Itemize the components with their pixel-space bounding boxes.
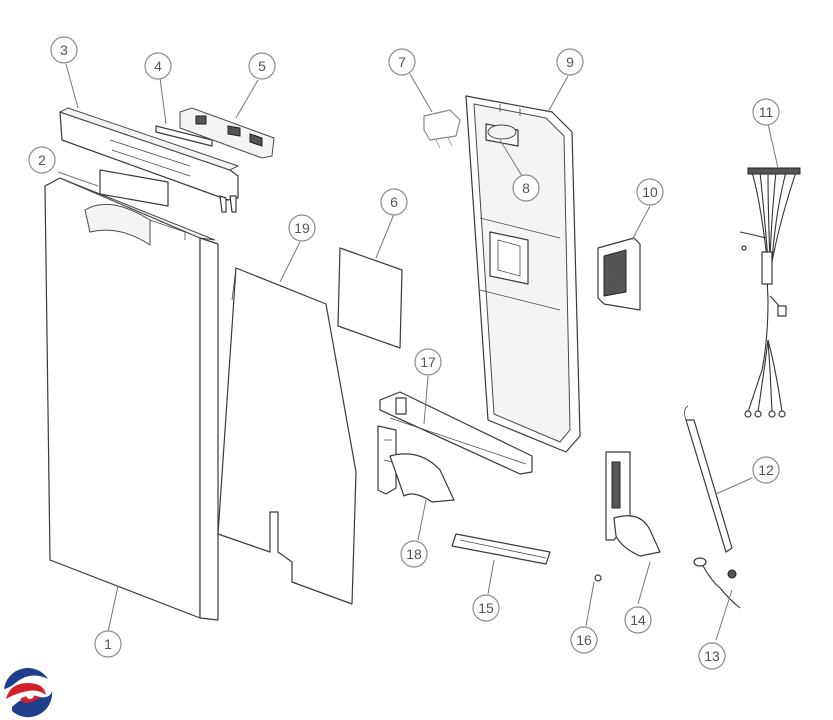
brand-swirl-logo — [3, 667, 53, 718]
svg-text:12: 12 — [758, 462, 774, 478]
callout-13: 13 — [698, 642, 726, 670]
callout-19: 19 — [288, 214, 316, 242]
svg-text:2: 2 — [38, 152, 46, 168]
leader-15 — [487, 559, 495, 595]
svg-text:14: 14 — [630, 612, 646, 628]
part-18-left-hinge — [377, 425, 455, 503]
leader-7 — [409, 73, 433, 113]
leader-19 — [279, 241, 301, 283]
callout-11: 11 — [752, 98, 780, 126]
callout-12: 12 — [752, 456, 780, 484]
leader-9 — [547, 75, 569, 113]
svg-text:11: 11 — [759, 104, 774, 120]
svg-text:1: 1 — [104, 636, 112, 652]
svg-text:10: 10 — [642, 184, 658, 200]
part-10-detergent-dispenser — [597, 237, 641, 311]
part-13-hinge-cable — [693, 557, 741, 609]
leader-18 — [417, 499, 427, 541]
callout-1: 1 — [94, 630, 122, 658]
svg-text:16: 16 — [576, 632, 592, 648]
svg-text:19: 19 — [294, 220, 310, 236]
leader-10 — [631, 205, 651, 241]
svg-text:13: 13 — [704, 648, 720, 664]
leader-12 — [715, 477, 753, 495]
callout-8: 8 — [512, 174, 540, 202]
part-4-trim-strip — [155, 125, 213, 147]
leader-5 — [235, 79, 259, 119]
svg-text:5: 5 — [258, 58, 266, 74]
leader-2 — [57, 171, 99, 187]
callout-15: 15 — [472, 594, 500, 622]
callout-16: 16 — [570, 626, 598, 654]
callout-6: 6 — [380, 188, 408, 216]
leader-lines — [57, 63, 779, 641]
part-9-inner-door-liner — [465, 95, 581, 453]
svg-text:7: 7 — [398, 54, 406, 70]
callout-18: 18 — [400, 540, 428, 568]
svg-text:9: 9 — [566, 54, 574, 70]
part-11-wire-harness — [739, 167, 801, 418]
svg-text:15: 15 — [478, 600, 494, 616]
callout-4: 4 — [144, 52, 172, 80]
leader-4 — [159, 77, 167, 125]
callout-17: 17 — [414, 348, 442, 376]
part-6-insulation-pad — [337, 247, 403, 349]
svg-text:6: 6 — [390, 194, 398, 210]
part-15-trim-bar — [451, 533, 551, 565]
callout-7: 7 — [388, 48, 416, 76]
leader-1 — [107, 585, 119, 633]
svg-text:4: 4 — [154, 58, 162, 74]
callout-14: 14 — [624, 606, 652, 634]
leader-11 — [767, 123, 779, 169]
leader-17 — [423, 375, 429, 425]
part-1-outer-door-panel — [44, 177, 219, 621]
callout-5: 5 — [248, 52, 276, 80]
callout-10: 10 — [636, 178, 664, 206]
part-5-control-board — [179, 107, 275, 159]
leader-16 — [585, 581, 595, 627]
svg-text:3: 3 — [60, 42, 68, 58]
svg-text:8: 8 — [522, 180, 530, 196]
leader-8 — [499, 139, 523, 177]
leader-3 — [65, 63, 79, 109]
leader-13 — [715, 589, 733, 641]
part-19-inner-insulation — [217, 267, 357, 605]
part-16-screw — [594, 574, 602, 582]
part-14-right-hinge — [605, 451, 661, 557]
svg-text:18: 18 — [406, 546, 422, 562]
callout-3: 3 — [50, 36, 78, 64]
leader-14 — [637, 561, 651, 605]
callout-2: 2 — [28, 146, 56, 174]
part-17-hinge-rail — [379, 391, 533, 475]
part-8-dispenser-cap — [487, 124, 517, 140]
part-7-dispenser-actuator — [423, 109, 461, 149]
part-2-control-label — [99, 169, 169, 207]
callout-9: 9 — [556, 48, 584, 76]
leader-6 — [375, 213, 395, 259]
part-3-control-housing — [58, 107, 240, 213]
svg-text:17: 17 — [420, 354, 436, 370]
part-12-hinge-rod — [684, 405, 733, 553]
